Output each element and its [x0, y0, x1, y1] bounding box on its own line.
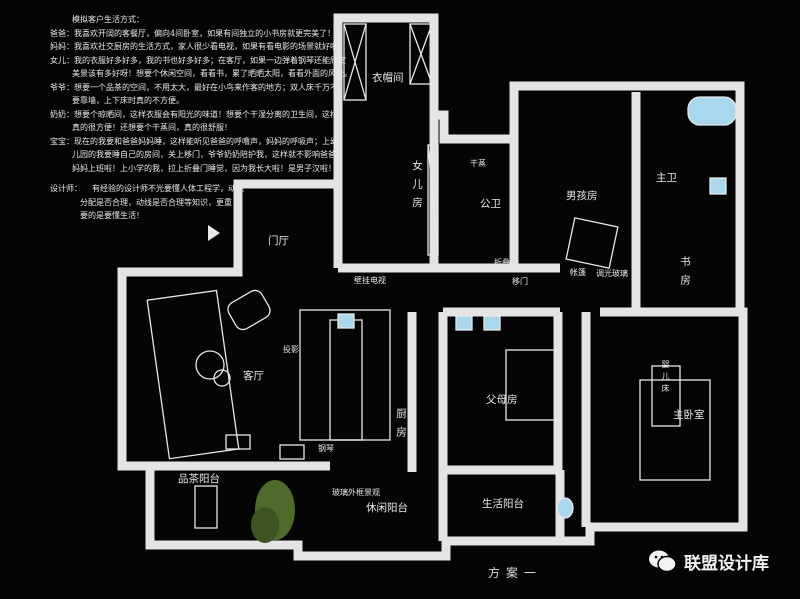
room-service-balcony: 生活阳台 — [482, 498, 524, 510]
notes-line: 宝宝：现在的我要和爸爸妈妈睡，这样能听见爸爸的呼噜声，妈妈的呼吸声；上幼 — [50, 136, 338, 147]
plan-caption: 方案一 — [488, 566, 543, 580]
note-piano: 钢琴 — [318, 444, 334, 453]
notes-role: 奶奶： — [50, 110, 74, 119]
notes-line: 爸爸：我喜欢开阔的客餐厅，偏向4间卧室，如果有间独立的小书房就更完美了！ — [50, 28, 335, 39]
note-dimming-glass: 调光玻璃 — [596, 269, 628, 278]
notes-text: 我喜欢开阔的客餐厅，偏向4间卧室，如果有间独立的小书房就更完美了！ — [74, 29, 336, 38]
notes-text: 要靠墙，上下床时真的不方便。 — [72, 96, 184, 105]
notes-text: 妈妈上班啦！上小学的我，拉上折叠门睡觉，因为我长大啦！是男子汉啦！ — [72, 164, 336, 173]
notes-text: 我喜欢社交厨房的生活方式，家人很少看电视，如果有看电影的场景就好啦！ — [74, 42, 346, 51]
notes-role: 爷爷： — [50, 83, 74, 92]
room-foyer: 门厅 — [268, 235, 289, 247]
furniture-outlines — [146, 23, 737, 529]
room-parents: 父母房 — [486, 394, 518, 406]
room-living: 客厅 — [243, 370, 264, 382]
wechat-icon — [649, 550, 677, 573]
designer-role: 设计师： — [50, 184, 82, 193]
designer-line: 要的是要懂生活！ — [80, 211, 144, 220]
plant-landscape — [251, 480, 295, 543]
room-sauna: 干蒸 — [470, 159, 486, 168]
room-study: 书房 — [679, 256, 691, 293]
interior-walls — [150, 92, 743, 541]
room-closet: 衣帽间 — [372, 72, 404, 84]
note-wall-tv: 壁挂电视 — [354, 276, 386, 285]
note-folding-door: 折叠门 — [494, 258, 518, 267]
designer-line: 分配是否合理，动线是否合理等知识，更重 — [80, 197, 232, 207]
walls — [117, 13, 748, 561]
notes-title: 模拟客户生活方式： — [72, 15, 144, 24]
brand-name: 联盟设计库 — [684, 553, 769, 574]
notes-text: 真的很方便！还想要个干蒸间，真的很舒服！ — [72, 123, 232, 132]
designer-line: 有经验的设计师不光要懂人体工程学，动能 — [92, 184, 244, 193]
notes-line: 儿园的我要睡自己的房间，关上移门，爷爷奶奶陪护我，这样就不影响爸爸 — [72, 149, 336, 160]
notes-text: 想要一个品茶的空间，不用太大，最好在小鸟来作客的地方；双人床千万不 — [74, 83, 338, 92]
entrance-arrow-icon — [208, 225, 220, 241]
room-leisure-balcony: 休闲阳台 — [366, 502, 408, 514]
notes-line: 爷爷：想要一个品茶的空间，不用太大，最好在小鸟来作客的地方；双人床千万不 — [50, 82, 338, 93]
notes-line: 女儿：我的衣服好多好多，我的书也好多好多；在客厅，如果一边弹着钢琴还能欣赏 — [50, 55, 346, 66]
notes-line: 奶奶：想要个晾晒间，这样衣服会有阳光的味道！想要个干湿分离的卫生间，这样 — [50, 109, 338, 120]
note-tent: 帐篷 — [570, 268, 586, 277]
notes-role: 爸爸： — [50, 29, 74, 38]
notes-line: 妈妈：我喜欢社交厨房的生活方式，家人很少看电视，如果有看电影的场景就好啦！ — [50, 41, 346, 52]
room-boy: 男孩房 — [566, 190, 598, 202]
room-crib: 婴儿床 — [661, 360, 670, 396]
brand-watermark: 联盟设计库 — [648, 548, 769, 574]
notes-line: 妈妈上班啦！上小学的我，拉上折叠门睡觉，因为我长大啦！是男子汉啦！ — [72, 163, 336, 174]
room-tea-balcony: 品茶阳台 — [178, 473, 220, 485]
room-daughter: 女儿房 — [411, 160, 423, 216]
notes-text: 现在的我要和爸爸妈妈睡，这样能听见爸爸的呼噜声，妈妈的呼吸声；上幼 — [74, 137, 338, 146]
notes-text: 想要个晾晒间，这样衣服会有阳光的味道！想要个干湿分离的卫生间，这样 — [74, 110, 338, 119]
notes-text: 美景该有多好呀！想要个休闲空间，看看书，累了晒晒太阳，看看外面的风景。 — [72, 69, 352, 78]
note-sliding-door: 移门 — [512, 277, 528, 286]
room-master-bath: 主卫 — [656, 172, 677, 184]
notes-role: 妈妈： — [50, 42, 74, 51]
notes-role: 女儿： — [50, 56, 74, 65]
notes-line: 真的很方便！还想要个干蒸间，真的很舒服！ — [72, 122, 232, 133]
note-glass-landscape: 玻璃外框景观 — [332, 488, 380, 497]
note-projector: 投影 — [283, 345, 299, 354]
room-master: 主卧室 — [673, 409, 705, 421]
notes-role: 宝宝： — [50, 137, 74, 146]
room-public-bath: 公卫 — [480, 198, 501, 210]
notes-text: 儿园的我要睡自己的房间，关上移门，爷爷奶奶陪护我，这样就不影响爸爸 — [72, 150, 336, 159]
notes-line: 美景该有多好呀！想要个休闲空间，看看书，累了晒晒太阳，看看外面的风景。 — [72, 68, 352, 79]
notes-text: 我的衣服好多好多，我的书也好多好多；在客厅，如果一边弹着钢琴还能欣赏 — [74, 56, 346, 65]
notes-line: 要靠墙，上下床时真的不方便。 — [72, 95, 184, 106]
room-kitchen: 厨房 — [395, 408, 407, 445]
